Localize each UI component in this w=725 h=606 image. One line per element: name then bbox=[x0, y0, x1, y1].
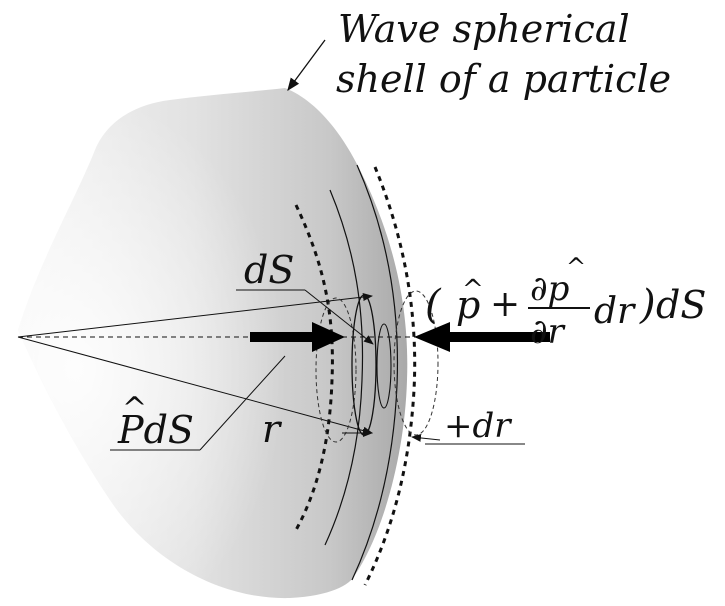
caption-line-1: Wave spherical bbox=[338, 7, 630, 51]
ds-leader-arrow bbox=[304, 289, 374, 345]
formula-numerator-hat: ^ bbox=[566, 253, 586, 281]
upper-ray bbox=[17, 293, 373, 338]
lower-ray bbox=[17, 336, 373, 435]
r-label: r bbox=[262, 407, 283, 451]
formula-plus: + bbox=[490, 284, 520, 325]
dr-label: +dr bbox=[444, 406, 512, 446]
formula-ds: dS bbox=[656, 283, 706, 327]
left-force-arrow bbox=[250, 322, 345, 352]
formula-p-hat: ^ bbox=[462, 275, 484, 305]
outer-solid-arc bbox=[351, 164, 399, 581]
left-dashed-ellipse bbox=[315, 297, 357, 443]
formula-close-paren: ) bbox=[639, 282, 656, 328]
formula-denominator: ∂r bbox=[530, 312, 566, 352]
formula-dr: dr bbox=[594, 291, 636, 332]
ds-inner-ellipse bbox=[376, 323, 392, 409]
pds-hat: ^ bbox=[122, 391, 147, 426]
formula-p: p bbox=[456, 283, 480, 327]
inner-solid-arc bbox=[324, 189, 364, 546]
caption-pointer-line bbox=[287, 39, 326, 92]
caption-line-2: shell of a particle bbox=[336, 57, 671, 101]
pressure-formula: ( ^ p + ^ ∂p ∂r dr ) dS bbox=[425, 253, 706, 352]
formula-numerator: ∂p bbox=[530, 269, 569, 309]
pds-leader-line bbox=[199, 355, 286, 451]
formula-open-paren: ( bbox=[425, 282, 442, 328]
ds-label: dS bbox=[244, 248, 294, 292]
dr-arrow-right bbox=[411, 433, 441, 442]
inner-dotted-arc bbox=[294, 204, 334, 531]
pds-label: PdS bbox=[117, 408, 194, 452]
outer-dotted-arc bbox=[363, 166, 417, 586]
right-force-arrow bbox=[414, 322, 550, 352]
